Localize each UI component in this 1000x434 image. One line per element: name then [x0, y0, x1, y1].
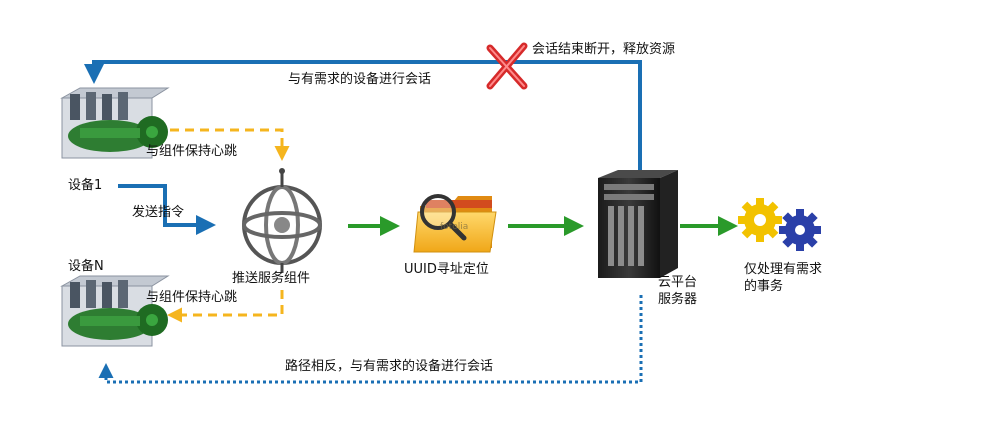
server-tower-icon — [598, 170, 678, 278]
device-n-label: 设备N — [68, 259, 104, 274]
cloud-server-label-1: 云平台 — [658, 275, 698, 290]
heartbeat-label-bottom: 与组件保持心跳 — [146, 290, 238, 305]
only-handle-label-2: 的事务 — [744, 279, 784, 294]
top-session-label: 与有需求的设备进行会话 — [288, 72, 432, 87]
gyroscope-icon — [242, 168, 322, 273]
cloud-server-label-2: 服务器 — [658, 292, 698, 307]
folder-search-icon — [413, 194, 497, 253]
push-component-label: 推送服务组件 — [232, 271, 311, 286]
heartbeat-arrow-top — [170, 128, 290, 161]
folder-watermark: fotolia — [440, 222, 469, 232]
engine-icon-device-1 — [60, 87, 170, 159]
heartbeat-arrow-bottom — [167, 290, 284, 323]
only-handle-label-1: 仅处理有需求 — [744, 262, 823, 277]
uuid-locate-label: UUID寻址定位 — [404, 262, 489, 277]
send-command-label: 发送指令 — [132, 205, 185, 220]
heartbeat-label-top: 与组件保持心跳 — [146, 144, 238, 159]
bottom-session-connector — [98, 295, 643, 384]
top-session-connector — [84, 60, 642, 170]
send-command-arrow — [118, 184, 216, 235]
gears-icon — [738, 198, 821, 251]
device-1-label: 设备1 — [68, 178, 103, 193]
bottom-session-label: 路径相反，与有需求的设备进行会话 — [285, 359, 494, 374]
engine-icon-device-n — [60, 275, 170, 347]
end-session-label: 会话结束断开，释放资源 — [532, 42, 676, 57]
cross-icon — [486, 42, 528, 90]
